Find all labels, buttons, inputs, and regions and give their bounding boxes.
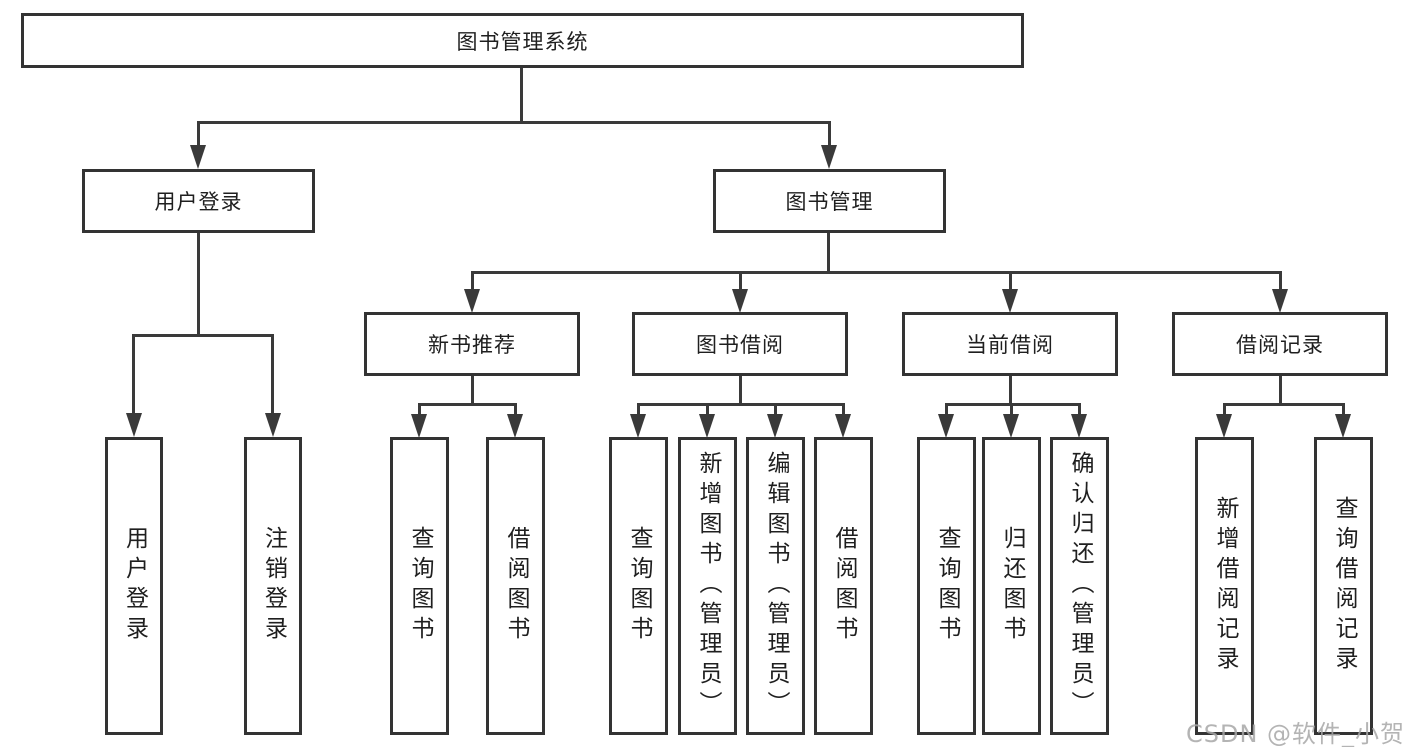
arrowhead-icon — [767, 414, 783, 438]
node-label: 新书推荐 — [428, 333, 516, 357]
arrowhead-icon — [630, 414, 646, 438]
leaf-user-login: 用户登录 — [105, 437, 163, 735]
leaf-label: 查询图书 — [407, 526, 433, 646]
node-label: 图书借阅 — [696, 333, 784, 357]
connector-line — [945, 403, 1081, 406]
arrowhead-icon — [835, 414, 851, 438]
connector-line — [1279, 376, 1282, 406]
arrowhead-icon — [411, 414, 427, 438]
connector-line — [828, 121, 831, 149]
node-label: 借阅记录 — [1236, 333, 1324, 357]
leaf-label: 查询借阅记录 — [1331, 496, 1357, 676]
arrowhead-icon — [732, 289, 748, 313]
connector-line — [418, 403, 421, 417]
leaf-label: 新增图书（管理员） — [695, 451, 721, 721]
leaf-query-books: 查询图书 — [609, 437, 668, 735]
node-user-login: 用户登录 — [82, 169, 315, 233]
leaf-label: 新增借阅记录 — [1212, 496, 1238, 676]
leaf-label: 归还图书 — [999, 526, 1025, 646]
node-book-management: 图书管理 — [713, 169, 946, 233]
connector-line — [1009, 271, 1012, 289]
arrowhead-icon — [126, 413, 142, 437]
connector-line — [132, 334, 135, 416]
connector-line — [514, 403, 517, 417]
arrowhead-icon — [1335, 414, 1351, 438]
arrowhead-icon — [1003, 414, 1019, 438]
connector-line — [197, 233, 200, 336]
leaf-label: 确认归还（管理员） — [1067, 451, 1093, 721]
connector-line — [827, 233, 830, 273]
connector-line — [739, 376, 742, 406]
leaf-add-borrow-record: 新增借阅记录 — [1195, 437, 1254, 735]
leaf-query-books-current: 查询图书 — [917, 437, 976, 735]
leaf-return-books: 归还图书 — [982, 437, 1041, 735]
leaf-label: 查询图书 — [626, 526, 652, 646]
leaf-label: 编辑图书（管理员） — [763, 451, 789, 721]
leaf-query-borrow-record: 查询借阅记录 — [1314, 437, 1373, 735]
node-borrow-record: 借阅记录 — [1172, 312, 1388, 376]
leaf-edit-books-admin: 编辑图书（管理员） — [746, 437, 805, 735]
leaf-confirm-return-admin: 确认归还（管理员） — [1050, 437, 1109, 735]
connector-line — [197, 121, 831, 124]
connector-line — [774, 403, 777, 417]
connector-line — [945, 403, 948, 417]
csdn-watermark: CSDN @软件_小贺同学 — [1186, 720, 1405, 747]
leaf-query-books-recommend: 查询图书 — [390, 437, 449, 735]
connector-line — [739, 271, 742, 289]
leaf-label: 注销登录 — [260, 526, 287, 646]
leaf-borrow-books: 借阅图书 — [814, 437, 873, 735]
connector-line — [1010, 403, 1013, 417]
leaf-label: 用户登录 — [121, 526, 148, 646]
node-library-management-system: 图书管理系统 — [21, 13, 1024, 68]
connector-line — [1342, 403, 1345, 417]
connector-line — [1223, 403, 1226, 417]
arrowhead-icon — [1071, 414, 1087, 438]
arrowhead-icon — [1002, 289, 1018, 313]
connector-line — [637, 403, 845, 406]
leaf-add-books-admin: 新增图书（管理员） — [678, 437, 737, 735]
arrowhead-icon — [938, 414, 954, 438]
connector-line — [271, 334, 274, 416]
connector-line — [637, 403, 640, 417]
arrowhead-icon — [190, 145, 206, 169]
connector-line — [418, 403, 517, 406]
connector-line — [132, 334, 274, 337]
connector-line — [471, 376, 474, 406]
leaf-borrow-books-recommend: 借阅图书 — [486, 437, 545, 735]
node-label: 图书管理 — [785, 190, 874, 214]
connector-line — [1279, 271, 1282, 289]
arrowhead-icon — [265, 413, 281, 437]
leaf-logout: 注销登录 — [244, 437, 302, 735]
leaf-label: 借阅图书 — [503, 526, 529, 646]
node-label: 用户登录 — [154, 190, 243, 214]
connector-line — [471, 271, 474, 289]
arrowhead-icon — [1216, 414, 1232, 438]
connector-line — [1223, 403, 1345, 406]
arrowhead-icon — [464, 289, 480, 313]
connector-line — [520, 68, 523, 124]
connector-line — [471, 271, 1282, 274]
connector-line — [1078, 403, 1081, 417]
connector-line — [842, 403, 845, 417]
arrowhead-icon — [507, 414, 523, 438]
leaf-label: 借阅图书 — [831, 526, 857, 646]
arrowhead-icon — [699, 414, 715, 438]
leaf-label: 查询图书 — [934, 526, 960, 646]
arrowhead-icon — [1272, 289, 1288, 313]
node-current-borrow: 当前借阅 — [902, 312, 1118, 376]
node-label: 图书管理系统 — [456, 29, 589, 54]
arrowhead-icon — [821, 145, 837, 169]
node-book-borrow: 图书借阅 — [632, 312, 848, 376]
connector-line — [706, 403, 709, 417]
node-label: 当前借阅 — [966, 333, 1054, 357]
node-new-book-recommend: 新书推荐 — [364, 312, 580, 376]
connector-line — [197, 121, 200, 149]
connector-line — [1009, 376, 1012, 406]
